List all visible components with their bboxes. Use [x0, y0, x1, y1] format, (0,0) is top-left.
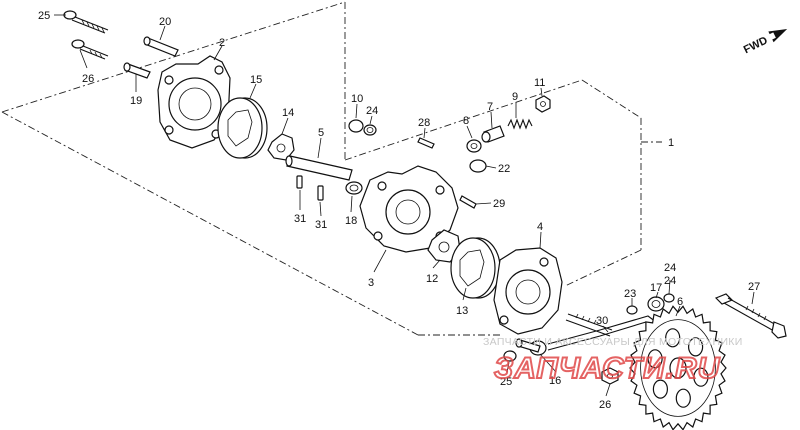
callout-29: 27	[748, 281, 760, 293]
callout-31-right: 31	[315, 219, 327, 231]
pump-body-3	[359, 165, 459, 253]
pump-cover-2	[157, 55, 231, 149]
callout-24-right: 24	[664, 275, 676, 287]
callout-26: 26	[599, 399, 611, 411]
sprocket-lightening-hole	[675, 388, 691, 408]
relief-valve-piston-7	[481, 125, 505, 143]
callout-3: 3	[368, 277, 374, 289]
callout-16: 16	[549, 375, 561, 387]
washer-24-right	[663, 293, 675, 303]
pin-31-left	[296, 175, 303, 189]
sprocket-lightening-hole	[647, 349, 663, 369]
dowel-pin-19	[123, 62, 151, 79]
outer-rotor-13	[450, 237, 501, 299]
callout-25-upper: 25	[38, 10, 50, 22]
inner-rotor-14	[267, 133, 295, 161]
callout-22: 23	[624, 288, 636, 300]
watermark-logo: ЗАПЧАСТИ.RU	[494, 352, 721, 385]
callout-4: 4	[537, 221, 543, 233]
callout-20: 20	[159, 16, 171, 28]
callout-24-lower: 25	[500, 376, 512, 388]
callout-9: 9	[512, 91, 518, 103]
callout-1: 1	[668, 137, 674, 149]
watermark: ЗАПЧАСТИ И АКСЕССУАРЫ ДЛЯ МОТОТЕХНИКИ ЗА…	[483, 336, 743, 386]
washer-24-lower	[503, 350, 517, 362]
fwd-label: FWD	[742, 35, 770, 57]
sprocket-rim	[640, 319, 716, 417]
pump-shaft-5	[285, 155, 353, 181]
forward-direction-arrow: FWD	[742, 28, 788, 57]
callout-11: 11	[534, 77, 545, 89]
callout-12: 12	[426, 273, 438, 285]
callout-27: 28	[418, 117, 430, 129]
nut-26	[601, 367, 619, 385]
callout-25-lower: 26	[82, 73, 94, 85]
collar-22	[626, 305, 638, 315]
callout-14: 14	[282, 107, 294, 119]
callout-8: 8	[463, 115, 469, 127]
callout-2: 2	[219, 37, 225, 49]
callout-23: 24	[664, 262, 676, 274]
callout-19: 19	[130, 95, 142, 107]
pin-31-right	[317, 185, 324, 201]
callout-18: 18	[345, 215, 357, 227]
sprocket-lightening-hole	[693, 367, 709, 387]
inner-rotor-12	[427, 229, 461, 263]
callout-7: 7	[487, 101, 493, 113]
bolt-16	[515, 338, 541, 353]
arrow-head-icon	[768, 28, 788, 43]
driven-sprocket-6	[629, 305, 727, 430]
sprocket-lightening-hole	[652, 379, 669, 399]
collar-10	[348, 119, 364, 133]
sprocket-lightening-hole	[687, 337, 704, 357]
collar-17	[647, 296, 665, 312]
callout-17: 17	[650, 282, 662, 294]
bolt-25-lower	[71, 39, 109, 60]
callout-31-left: 31	[294, 213, 306, 225]
pin-27	[417, 137, 435, 149]
cap-nut-11	[535, 95, 551, 113]
bolt-29	[714, 293, 787, 339]
washer-24-upper	[363, 124, 377, 136]
bolt-25-upper	[63, 10, 109, 34]
callout-13: 13	[456, 305, 468, 317]
relief-valve-spring-9	[507, 118, 533, 130]
callout-5: 5	[318, 127, 324, 139]
pin-28	[459, 195, 477, 209]
watermark-caption: ЗАПЧАСТИ И АКСЕССУАРЫ ДЛЯ МОТОТЕХНИКИ	[483, 336, 743, 348]
callout-10: 10	[351, 93, 363, 105]
callout-numbers: 25 26 20 19 2 15 14 5 31 31 18 10 24 28 …	[38, 10, 760, 411]
pump-housing-4	[493, 247, 563, 335]
callout-15: 15	[250, 74, 262, 86]
leader-lines	[54, 14, 755, 397]
stud-bolt	[565, 313, 613, 337]
o-ring-18	[345, 181, 363, 195]
plug-21	[469, 159, 487, 173]
callout-28: 29	[493, 198, 505, 210]
callout-6: 6	[677, 296, 683, 308]
callout-30: 30	[596, 315, 608, 327]
relief-valve-seat-8	[466, 139, 482, 153]
sprocket-lightening-hole	[665, 328, 681, 348]
outer-rotor-15	[217, 97, 268, 159]
sprocket-hub	[669, 357, 687, 379]
callout-21: 22	[498, 163, 510, 175]
callout-24-upper: 24	[366, 105, 378, 117]
dowel-pin-20	[143, 36, 179, 57]
assembly-boundary	[1, 1, 662, 336]
